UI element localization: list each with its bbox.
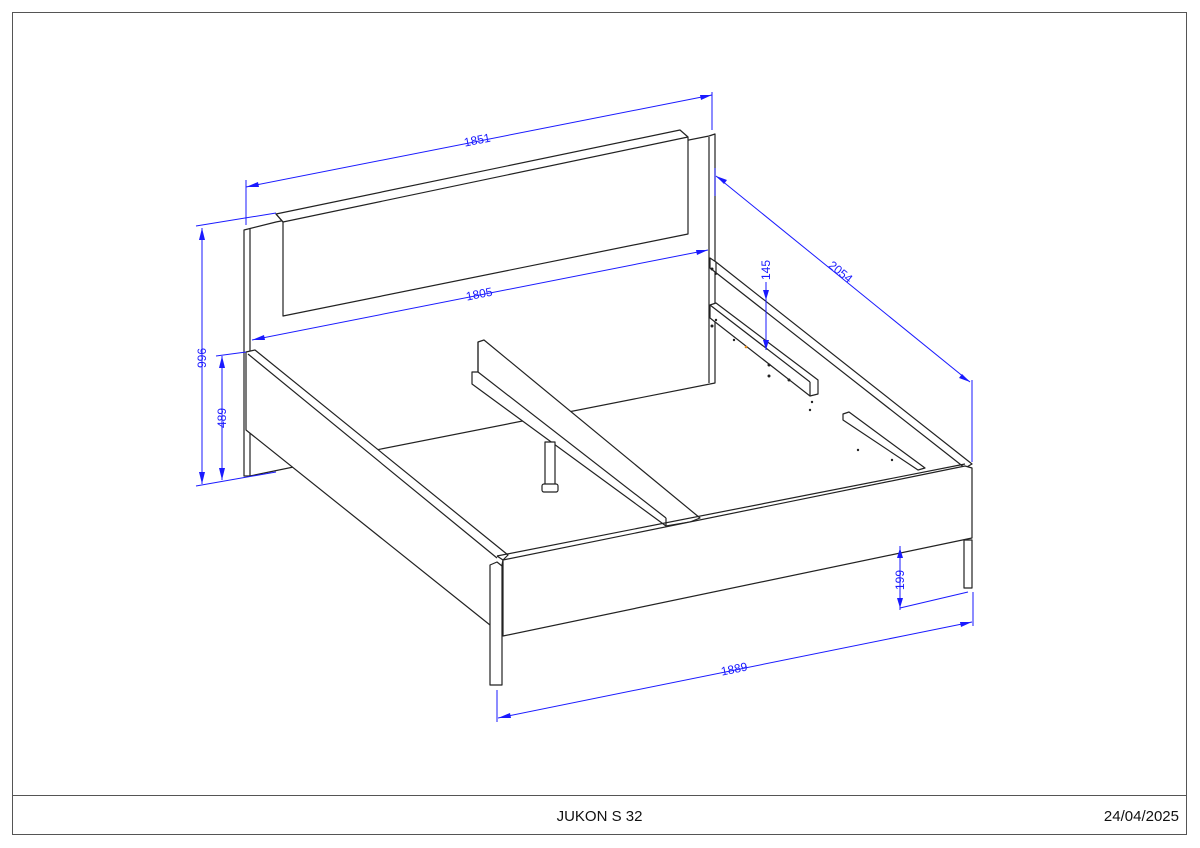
dim-leg-clearance: 199 [893,570,907,590]
dim-slat-rail-offset: 145 [759,260,773,280]
dim-inner-width: 1805 [465,285,494,304]
dim-total-length: 2054 [826,258,856,286]
dim-footboard-width: 1889 [720,660,749,679]
footboard [502,465,973,637]
drawing-date: 24/04/2025 [1103,808,1179,825]
dim-rail-height: 489 [215,408,229,428]
dim-total-height: 996 [195,348,209,368]
title-block: JUKON S 32 24/04/2025 [12,795,1187,835]
front-right-leg [963,539,973,589]
bed-outline [243,129,973,686]
drawing-title: JUKON S 32 [556,808,643,825]
right-slat-rail-front [842,411,926,471]
dimension-lines: 1851 1805 996 489 2054 145 199 [195,92,974,722]
center-support-leg [544,441,556,487]
front-left-leg [489,561,503,686]
dim-headboard-width: 1851 [463,131,492,150]
right-side-rail [709,257,973,469]
drawing-frame [12,12,1187,835]
